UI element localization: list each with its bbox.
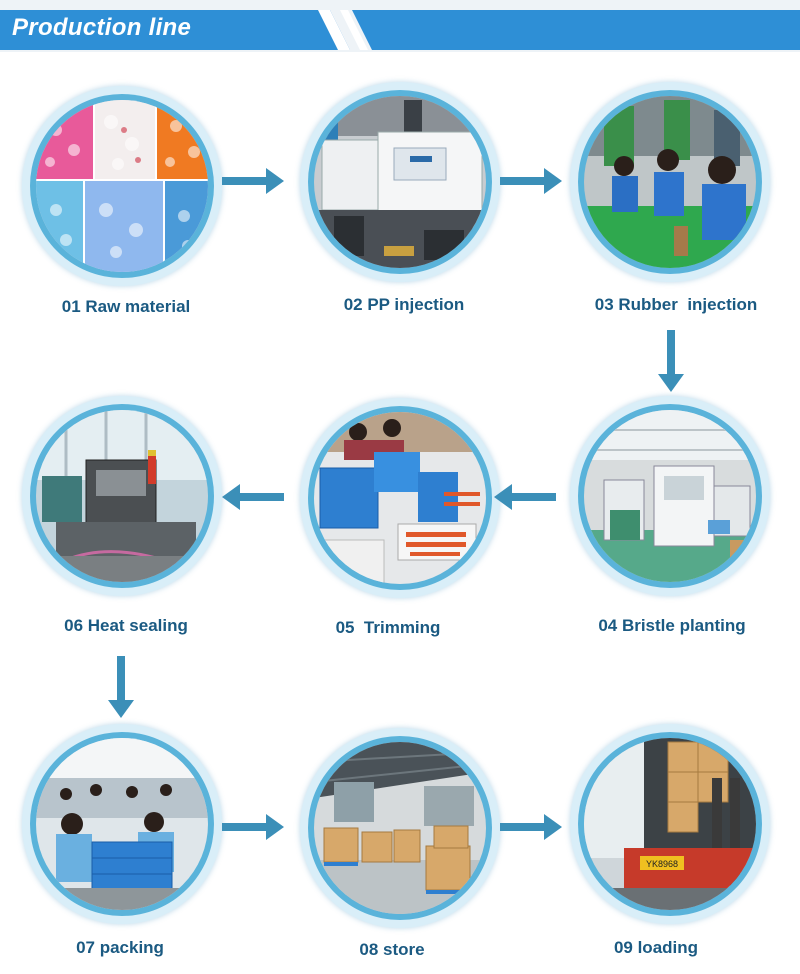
loading-photo: YK8968 — [584, 738, 756, 910]
arrow-icon — [222, 484, 284, 510]
arrow-icon — [222, 168, 284, 194]
heat-sealing-photo — [36, 410, 208, 582]
step-label-trimming: 05 Trimming — [335, 618, 441, 637]
step-raw-material — [22, 86, 222, 286]
rubber-injection-photo — [584, 96, 756, 268]
arrow-icon — [500, 168, 562, 194]
step-heat-sealing — [22, 396, 222, 596]
step-packing — [22, 724, 222, 924]
step-label-raw-material: 01 Raw material — [61, 297, 191, 316]
arrow-icon — [500, 814, 562, 840]
step-bristle-planting — [570, 396, 770, 596]
arrow-icon — [222, 814, 284, 840]
page-title: Production line — [12, 14, 192, 41]
arrow-icon — [658, 330, 684, 392]
step-label-loading: 09 loading — [613, 938, 699, 957]
step-store — [300, 728, 500, 928]
header-banner: Production line — [0, 0, 800, 52]
step-pp-injection — [300, 82, 500, 282]
packing-photo — [36, 738, 208, 910]
step-label-packing: 07 packing — [76, 938, 164, 957]
step-label-store: 08 store — [359, 940, 425, 959]
license-plate: YK8968 — [646, 859, 678, 869]
raw-material-photo — [36, 100, 208, 272]
step-label-bristle-planting: 04 Bristle planting — [598, 616, 746, 635]
pp-injection-photo — [314, 96, 486, 268]
arrow-icon — [108, 656, 134, 718]
step-loading: YK8968 — [570, 724, 770, 924]
step-trimming — [300, 398, 500, 598]
header-shape — [0, 0, 800, 52]
trimming-photo — [314, 412, 486, 584]
bristle-planting-photo — [584, 410, 756, 582]
step-label-heat-sealing: 06 Heat sealing — [64, 616, 188, 635]
arrow-icon — [494, 484, 556, 510]
step-label-rubber-injection: 03 Rubber injection — [594, 295, 758, 314]
step-rubber-injection — [570, 82, 770, 282]
store-photo — [314, 742, 486, 914]
step-label-pp-injection: 02 PP injection — [343, 295, 465, 314]
